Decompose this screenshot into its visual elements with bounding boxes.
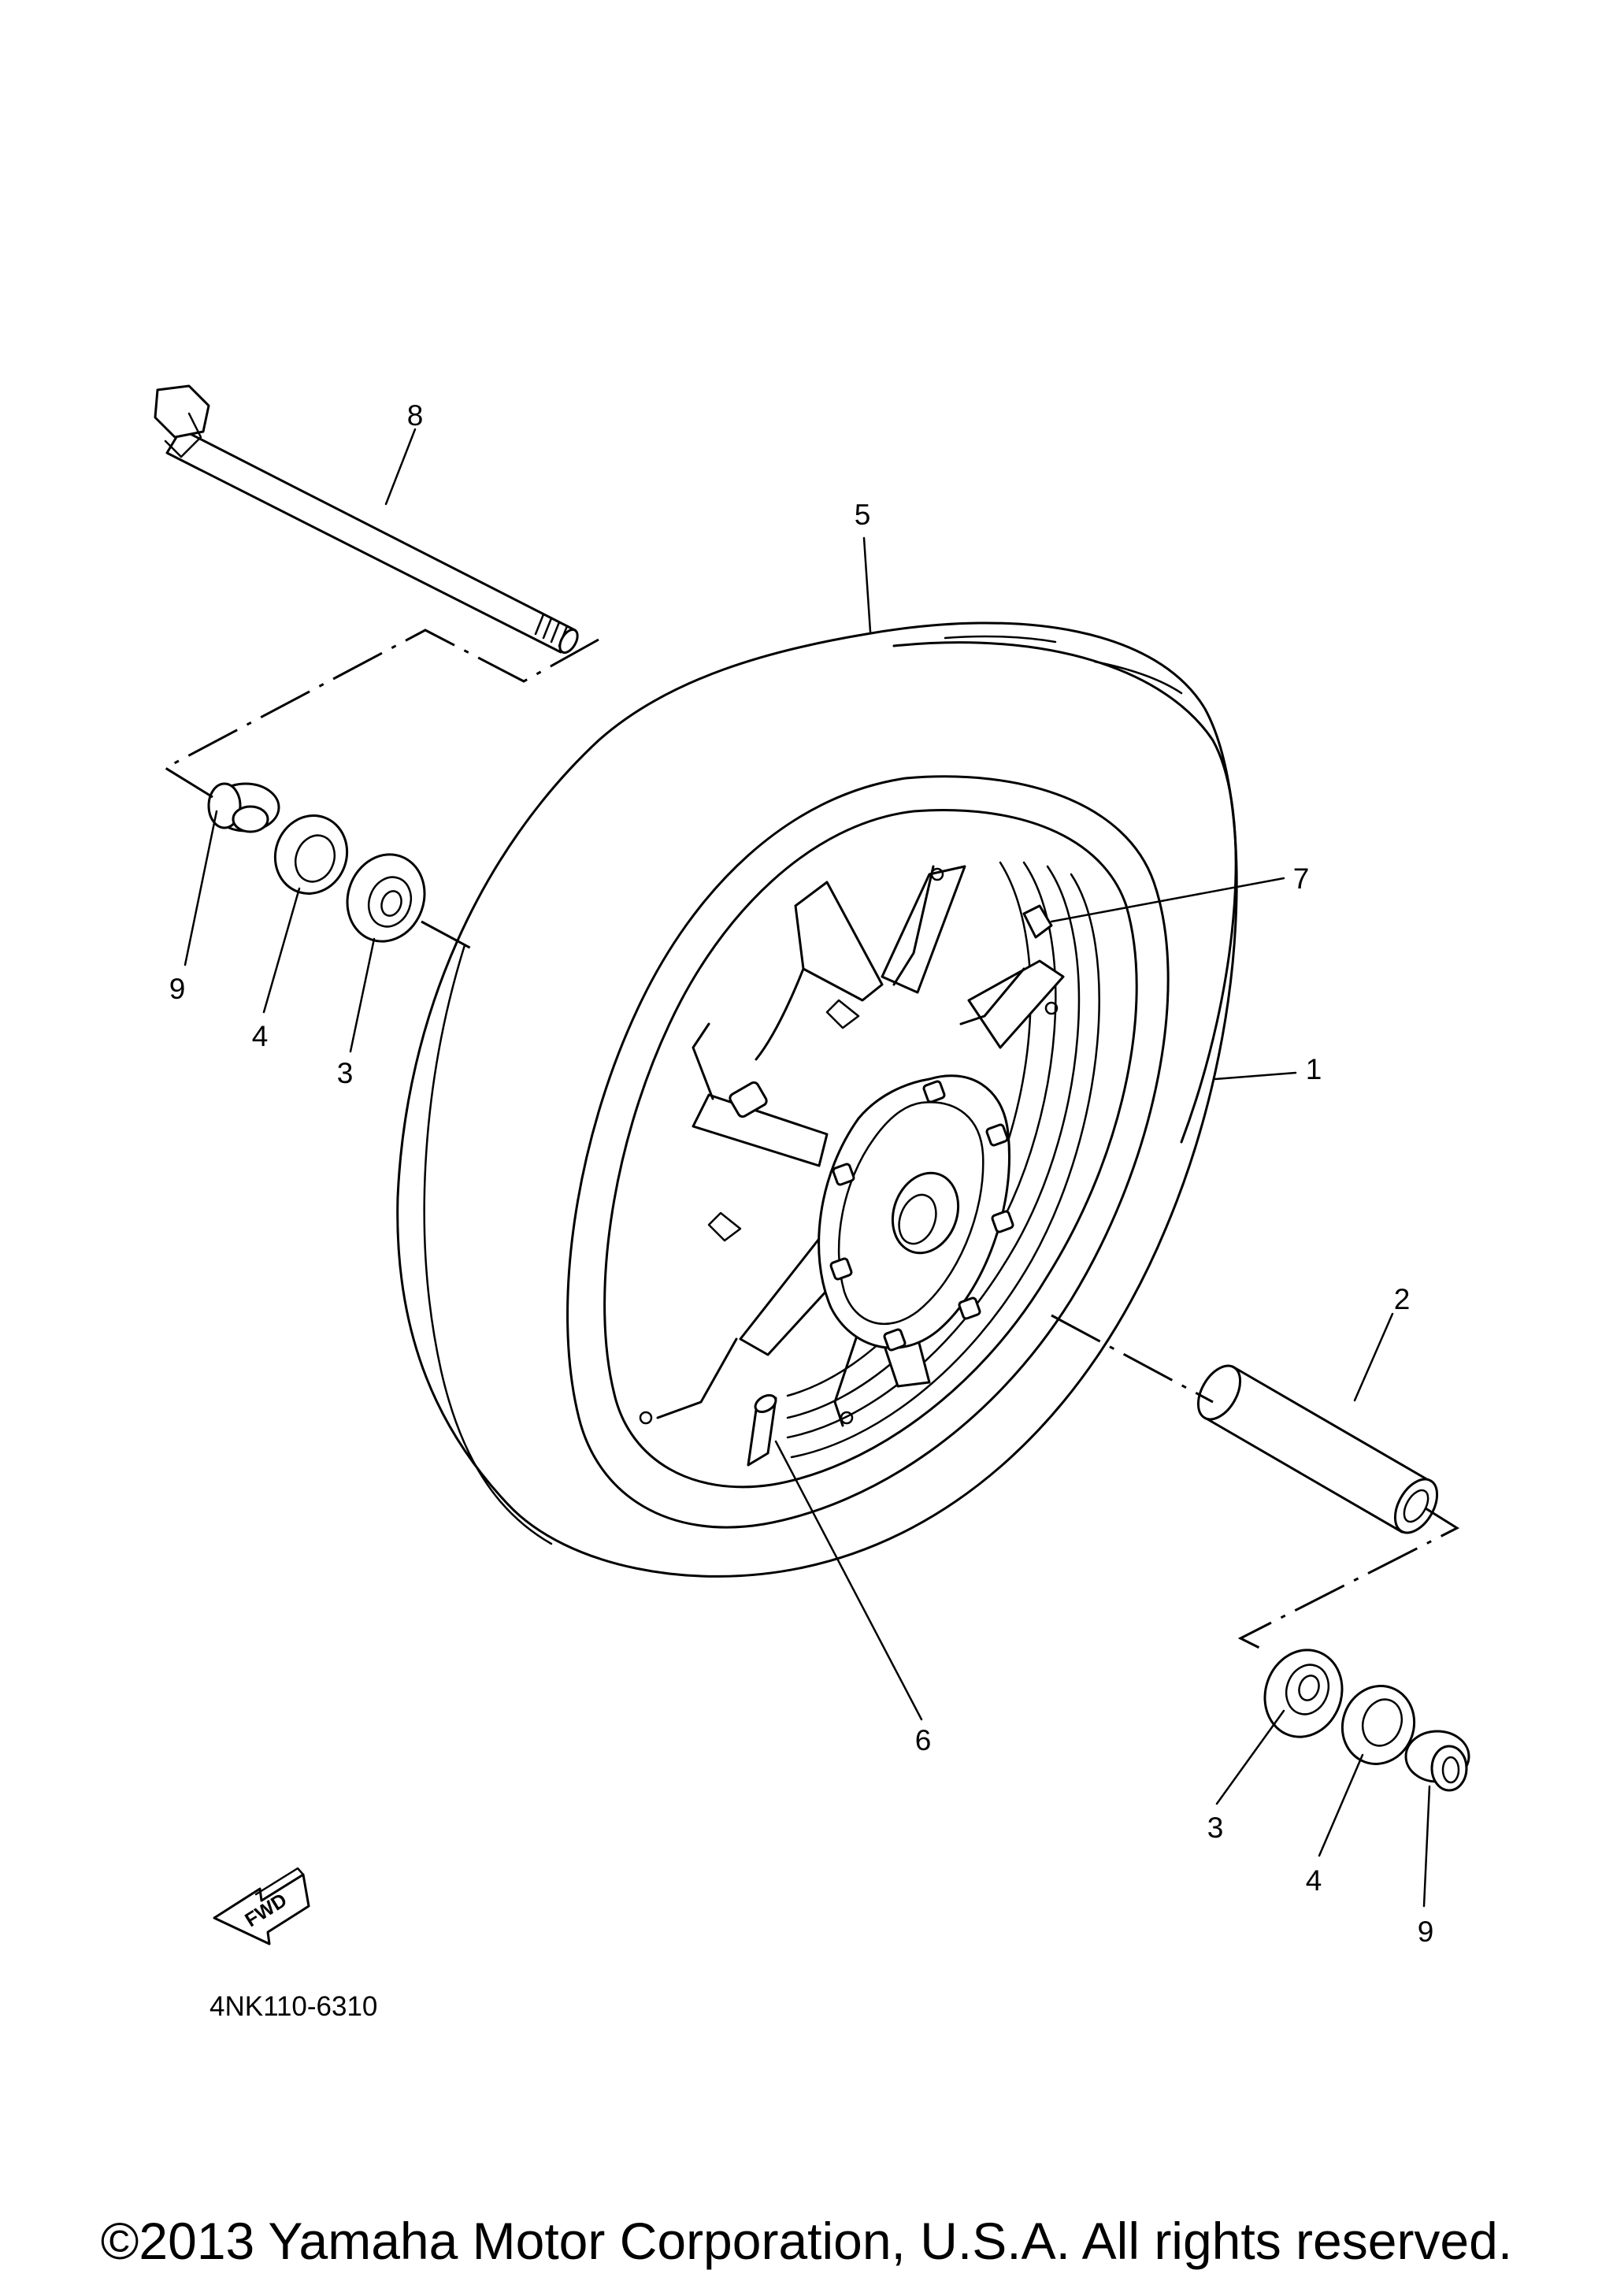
assembly-phantom-lines — [162, 629, 1460, 1652]
callout-oil-seal-left: 4 — [252, 1020, 269, 1052]
left-oil-seal-drawing — [273, 814, 349, 895]
copyright-notice: ©2013 Yamaha Motor Corporation, U.S.A. A… — [100, 2212, 1513, 2270]
wheel-drawing — [639, 865, 1065, 1427]
right-collar-drawing — [1404, 1730, 1470, 1792]
tire-drawing — [396, 621, 1238, 1578]
callout-bearing-right: 3 — [1207, 1812, 1224, 1844]
callout-collar-right: 9 — [1418, 1916, 1434, 1948]
callout-tire: 5 — [855, 499, 871, 531]
callout-axle: 8 — [407, 399, 424, 432]
fwd-arrow-icon: FWD — [213, 1867, 310, 1945]
callout-collar-left: 9 — [169, 973, 186, 1005]
spacer-drawing — [1196, 1364, 1439, 1534]
callout-oil-seal-right: 4 — [1306, 1864, 1322, 1897]
callout-balance-weight: 7 — [1293, 862, 1310, 895]
callout-spacer: 2 — [1394, 1283, 1411, 1315]
left-collar-drawing — [207, 782, 280, 833]
callout-labels: 8 5 7 1 2 6 9 4 3 3 4 9 — [169, 399, 1434, 1948]
right-bearing-drawing — [1263, 1649, 1344, 1738]
callout-bearing-left: 3 — [337, 1057, 354, 1089]
left-bearing-drawing — [346, 853, 426, 943]
diagram-code: 4NK110-6310 — [210, 1991, 378, 2022]
balance-weight-drawing — [1022, 904, 1053, 939]
right-oil-seal-drawing — [1340, 1685, 1416, 1765]
valve-drawing — [747, 1394, 777, 1467]
callout-valve: 6 — [915, 1724, 932, 1756]
callout-wheel: 1 — [1306, 1053, 1322, 1085]
axle-drawing — [154, 384, 579, 655]
leader-lines — [184, 428, 1431, 1908]
